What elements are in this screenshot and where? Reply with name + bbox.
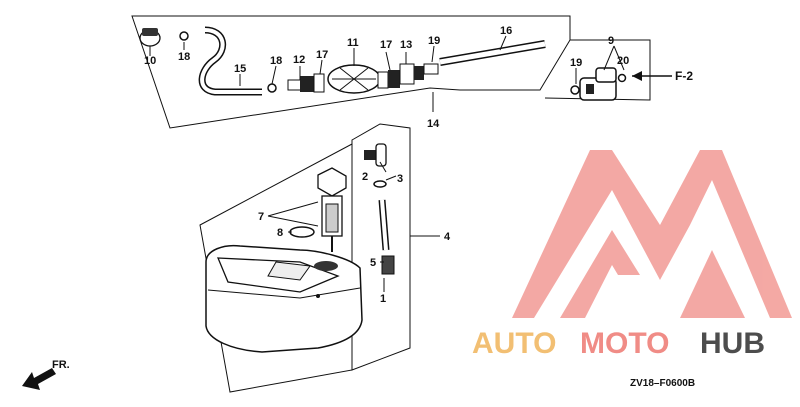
leader-lines — [149, 35, 625, 112]
lower-leader-lines — [267, 161, 440, 292]
primer-bulb-assembly — [287, 63, 439, 94]
part-16-hose — [439, 40, 546, 66]
ref-label: F-2 — [675, 69, 693, 83]
callout-7: 7 — [258, 211, 264, 223]
callout-1: 1 — [380, 293, 386, 305]
callout-17b: 17 — [380, 39, 392, 51]
callout-9: 9 — [608, 35, 614, 47]
hose-assembly-outline — [131, 15, 571, 129]
part-7-gauge — [317, 167, 347, 252]
callout-2: 2 — [362, 171, 368, 183]
callout-5: 5 — [370, 257, 376, 269]
callout-12: 12 — [293, 54, 305, 66]
callout-13: 13 — [400, 39, 412, 51]
front-label: FR. — [52, 359, 70, 371]
callout-20: 20 — [617, 55, 629, 67]
callout-16: 16 — [500, 25, 512, 37]
callout-18a: 18 — [178, 51, 190, 63]
diagram-code: ZV18–F0600B — [630, 378, 695, 389]
front-direction-arrow: FR. — [22, 359, 70, 390]
part-18-ring-b — [267, 83, 277, 93]
callout-18b: 18 — [270, 55, 282, 67]
callout-19a: 19 — [428, 35, 440, 47]
part-8-gasket — [289, 226, 315, 238]
watermark-text: AUTO MOTO HUB — [472, 327, 765, 360]
part-5-filter — [381, 255, 395, 275]
watermark-moto: MOTO — [580, 327, 669, 360]
callout-19b: 19 — [570, 57, 582, 69]
callout-8: 8 — [277, 227, 283, 239]
part-18-ring-a — [179, 31, 189, 41]
watermark-auto: AUTO — [472, 327, 556, 360]
part-1-fuel-tank — [205, 244, 363, 353]
watermark-logo-icon — [512, 150, 792, 318]
part-3-washer — [373, 180, 387, 188]
callout-15: 15 — [234, 63, 246, 75]
part-10-cap — [139, 28, 161, 56]
part-2-fitting — [364, 143, 387, 167]
fuel-pickup-hose — [378, 199, 390, 251]
callout-10: 10 — [144, 55, 156, 67]
callout-11: 11 — [347, 37, 359, 49]
part-9-connector — [570, 67, 627, 101]
callout-3: 3 — [397, 173, 403, 185]
callout-17a: 17 — [316, 49, 328, 61]
callout-14: 14 — [427, 118, 440, 130]
callout-numbers: 10 18 15 18 12 17 11 17 13 19 16 9 19 20… — [144, 25, 629, 305]
f2-reference-arrow: F-2 — [632, 69, 693, 83]
watermark-hub: HUB — [700, 327, 765, 360]
callout-4: 4 — [444, 231, 451, 243]
